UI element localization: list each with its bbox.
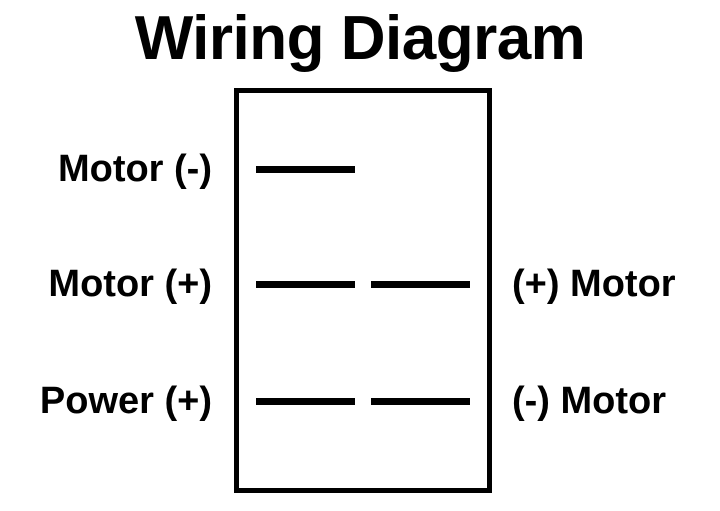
terminal-label-right-3: (-) Motor	[512, 380, 667, 422]
terminal-row: Motor (+) (+) Motor	[0, 261, 720, 307]
terminal-bar-left-2	[256, 281, 355, 288]
switch-body-outline	[234, 88, 492, 493]
terminal-bar-left-3	[256, 398, 355, 405]
terminal-bar-left-1	[256, 166, 355, 173]
terminal-label-left-3: Power (+)	[39, 380, 212, 422]
terminal-label-right-2: (+) Motor	[512, 263, 676, 305]
terminal-label-left-2: Motor (+)	[48, 263, 212, 305]
page-title: Wiring Diagram	[134, 4, 586, 73]
terminal-bar-right-3	[371, 398, 470, 405]
terminal-bar-right-2	[371, 281, 470, 288]
terminal-row: Power (+) (-) Motor	[0, 378, 720, 424]
terminal-row: Motor (-)	[0, 146, 720, 192]
terminal-label-left-1: Motor (-)	[57, 148, 212, 190]
